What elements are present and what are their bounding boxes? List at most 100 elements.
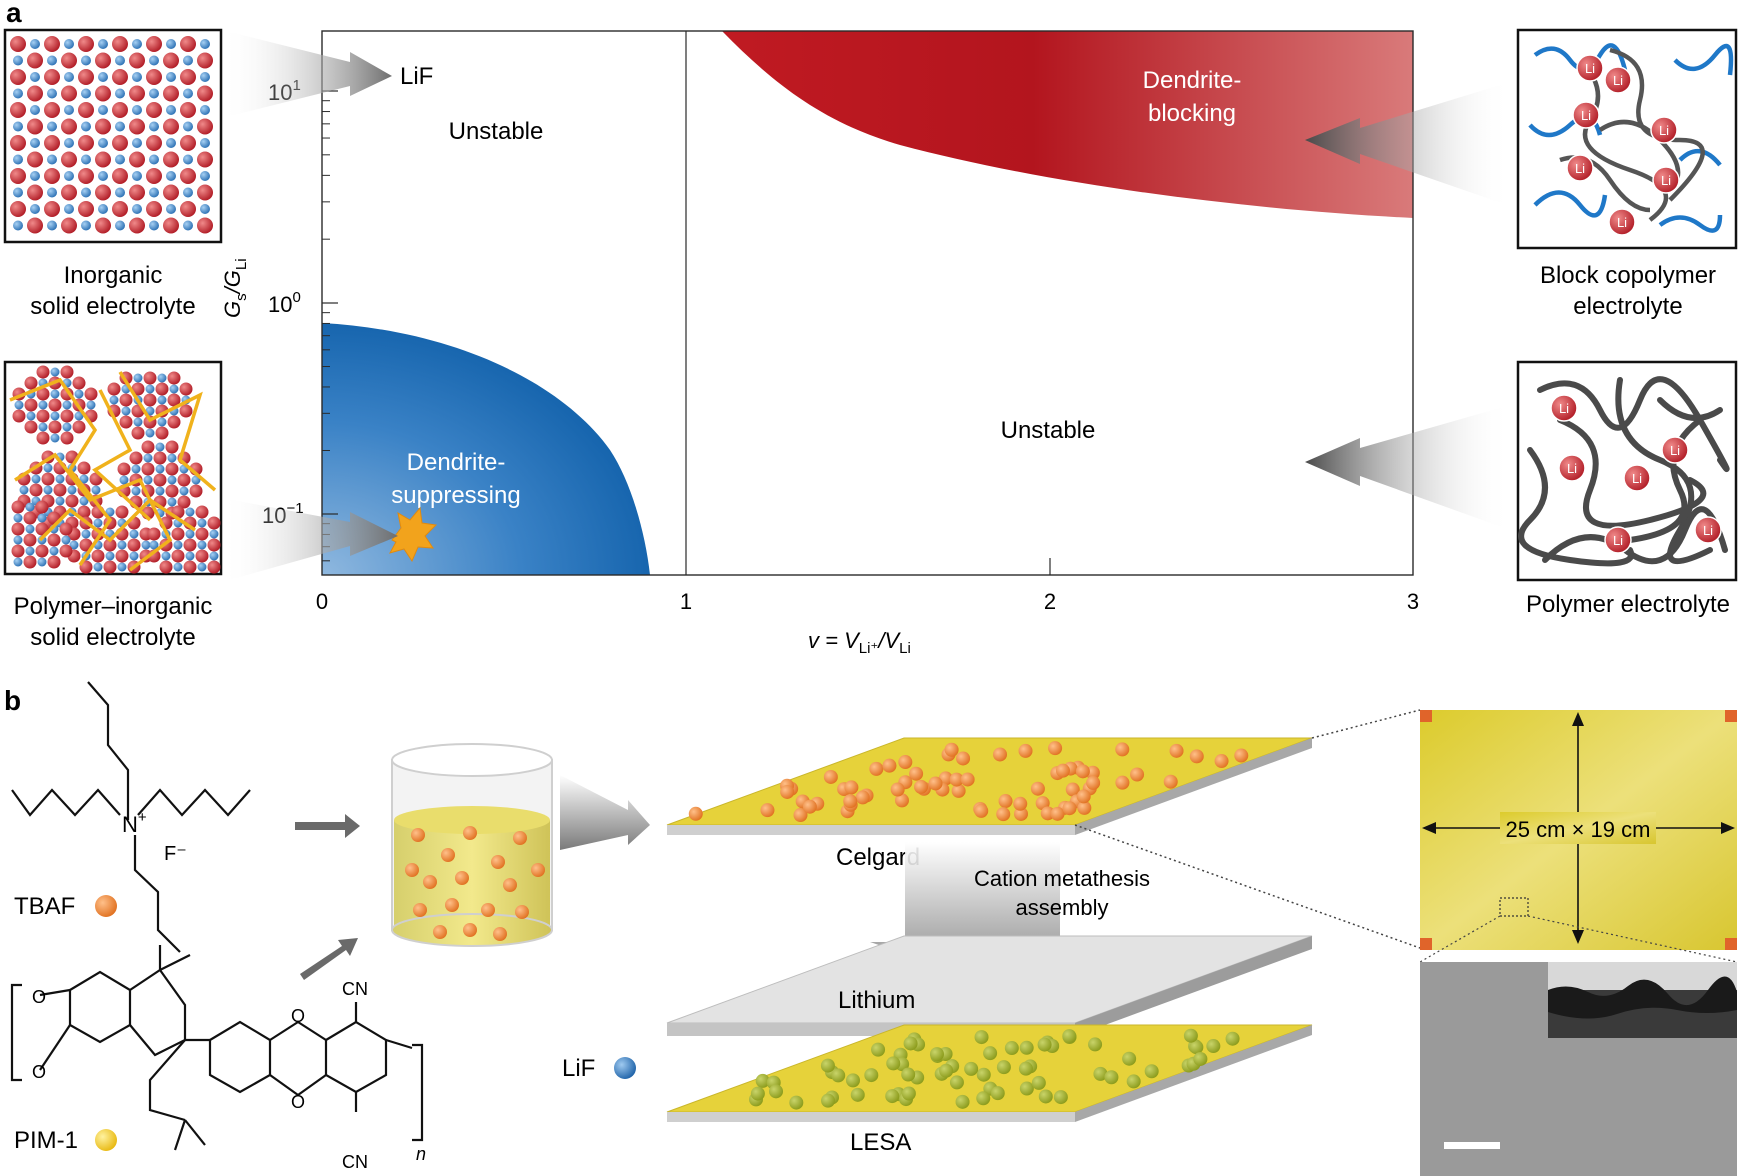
tbaf-particle bbox=[513, 831, 527, 845]
unstable-left-label: Unstable bbox=[449, 118, 544, 145]
anion-sphere bbox=[44, 36, 60, 52]
anion-sphere bbox=[10, 201, 26, 217]
cation-sphere bbox=[38, 422, 48, 432]
li-ion-label: Li bbox=[1617, 215, 1627, 230]
cation-sphere bbox=[166, 105, 176, 115]
cation-sphere bbox=[115, 154, 125, 165]
tbaf-particle bbox=[493, 927, 507, 941]
anion-sphere bbox=[153, 451, 167, 465]
anion-sphere bbox=[72, 420, 86, 434]
anion-sphere bbox=[167, 371, 181, 385]
pim-oxygen-1: O bbox=[32, 987, 46, 1007]
anion-sphere bbox=[78, 36, 94, 52]
anion-sphere bbox=[189, 484, 203, 498]
tbaf-particle bbox=[411, 828, 425, 842]
zoom-line-top bbox=[1311, 709, 1421, 739]
lif-particle bbox=[949, 1075, 964, 1090]
anion-sphere bbox=[119, 415, 133, 429]
cation-sphere bbox=[30, 105, 40, 115]
celgard-particle bbox=[882, 758, 897, 773]
anion-sphere bbox=[197, 184, 213, 201]
cation-sphere bbox=[55, 474, 65, 484]
celgard-particle bbox=[688, 806, 703, 821]
celgard-particle bbox=[1130, 767, 1145, 782]
tbaf-dot bbox=[95, 895, 117, 917]
celgard-particle bbox=[914, 779, 929, 794]
y-minor-ticks bbox=[322, 100, 330, 562]
celgard-particle bbox=[890, 782, 905, 797]
anion-sphere bbox=[159, 560, 173, 574]
anion-sphere bbox=[119, 393, 133, 407]
anion-sphere bbox=[44, 168, 60, 184]
cation-sphere bbox=[93, 518, 103, 528]
anion-sphere bbox=[35, 500, 49, 514]
dendrite-suppressing-label-1: Dendrite- bbox=[407, 449, 506, 476]
cation-sphere bbox=[200, 105, 210, 115]
tbaf-particle bbox=[503, 878, 517, 892]
pim-label: PIM-1 bbox=[14, 1127, 78, 1154]
lithium-foil bbox=[666, 935, 1313, 1036]
pim-n-subscript: n bbox=[416, 1144, 426, 1164]
anion-sphere bbox=[163, 184, 179, 201]
cation-sphere bbox=[93, 562, 103, 572]
celgard-particle bbox=[974, 803, 989, 818]
anion-sphere bbox=[180, 69, 196, 85]
dendrite-blocking-label-1: Dendrite- bbox=[1143, 67, 1242, 94]
anion-sphere bbox=[131, 426, 145, 440]
tbaf-fluoride: F⁻ bbox=[164, 843, 187, 865]
cation-sphere bbox=[200, 72, 210, 82]
cation-sphere bbox=[50, 411, 60, 421]
cation-sphere bbox=[173, 540, 183, 550]
pim-dot bbox=[95, 1129, 117, 1151]
lesa-particles bbox=[749, 1028, 1240, 1110]
anion-sphere bbox=[27, 118, 43, 135]
lif-particle bbox=[964, 1061, 979, 1076]
cation-sphere bbox=[64, 171, 74, 181]
tbaf-particle bbox=[531, 863, 545, 877]
tbaf-nitrogen: N+ bbox=[122, 809, 147, 837]
li-ion bbox=[1572, 101, 1600, 129]
panel-a-letter: a bbox=[6, 0, 22, 28]
cation-sphere bbox=[183, 121, 193, 132]
celgard-particle bbox=[1169, 743, 1184, 758]
celgard-particle bbox=[960, 772, 975, 787]
celgard-particle bbox=[1062, 801, 1077, 816]
cation-sphere bbox=[131, 486, 141, 496]
pim-oxygen-3: O bbox=[291, 1006, 305, 1026]
cation-sphere bbox=[47, 55, 57, 66]
cation-sphere bbox=[129, 551, 139, 561]
celgard-particle bbox=[1050, 806, 1065, 821]
lif-particle bbox=[1088, 1037, 1103, 1052]
li-ion bbox=[1623, 464, 1651, 492]
anion-sphere bbox=[36, 387, 50, 401]
anion-sphere bbox=[23, 511, 37, 525]
anion-sphere bbox=[35, 522, 49, 536]
anion-sphere bbox=[197, 217, 213, 234]
cation-sphere bbox=[183, 154, 193, 165]
cation-sphere bbox=[81, 55, 91, 66]
cation-sphere bbox=[62, 400, 72, 410]
anion-sphere bbox=[61, 52, 77, 69]
lif-particle bbox=[789, 1095, 804, 1110]
cation-sphere bbox=[61, 535, 71, 545]
cation-sphere bbox=[155, 486, 165, 496]
li-ion-label: Li bbox=[1703, 523, 1713, 538]
celgard-film bbox=[666, 737, 1313, 835]
cation-sphere bbox=[30, 138, 40, 148]
cation-sphere bbox=[209, 551, 219, 561]
cation-sphere bbox=[43, 463, 53, 473]
cation-sphere bbox=[149, 88, 159, 99]
cation-sphere bbox=[166, 138, 176, 148]
cation-sphere bbox=[13, 513, 23, 523]
anion-sphere bbox=[60, 431, 74, 445]
anion-sphere bbox=[44, 201, 60, 217]
lif-particle bbox=[983, 1046, 998, 1061]
cation-sphere bbox=[13, 121, 23, 132]
anion-sphere bbox=[10, 36, 26, 52]
li-ion bbox=[1550, 394, 1578, 422]
pim-oxygen-4: O bbox=[291, 1092, 305, 1112]
lif-particle bbox=[1018, 1061, 1033, 1076]
cation-sphere bbox=[143, 475, 153, 485]
anion-sphere bbox=[180, 135, 196, 151]
